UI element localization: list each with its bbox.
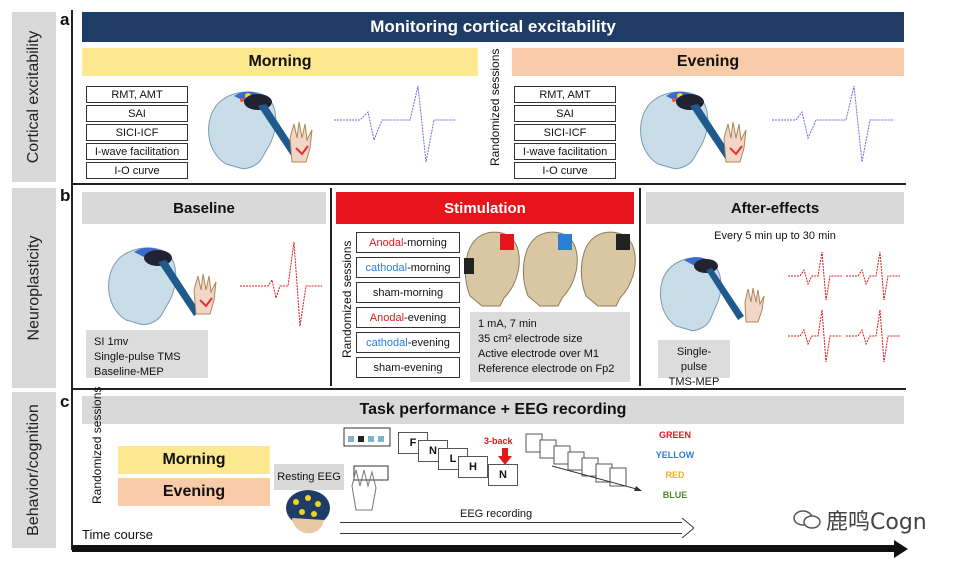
mep-waveforms-after	[788, 251, 900, 363]
measure-box: SICI-ICF	[86, 124, 188, 141]
side-label-neuroplasticity: Neuroplasticity	[12, 188, 56, 388]
head-coil-icon-after	[659, 257, 744, 331]
aftereffects-banner: After-effects	[646, 192, 904, 224]
measure-box: I-wave facilitation	[514, 143, 616, 160]
eeg-recording-arrow	[340, 522, 687, 534]
measure-box: RMT, AMT	[514, 86, 616, 103]
stroop-word: BLUE	[662, 490, 688, 500]
measure-box: SAI	[514, 105, 616, 122]
session-time: -morning	[403, 236, 447, 249]
three-back-label: 3-back	[484, 436, 513, 446]
measure-box: I-wave facilitation	[86, 143, 188, 160]
session-time: -morning	[407, 261, 451, 274]
measure-box: RMT, AMT	[86, 86, 188, 103]
wechat-logo-icon	[793, 510, 821, 529]
stroop-word: GREEN	[658, 430, 691, 440]
after-info-box: Single-pulse TMS-MEP	[658, 340, 730, 388]
evening-banner: Evening	[512, 48, 904, 76]
divider-stim-after	[639, 188, 641, 386]
morning-session-c: Morning	[118, 446, 270, 474]
panel-c-title: Task performance + EEG recording	[82, 396, 904, 424]
hand-icon-evening	[723, 121, 747, 163]
left-frame-line	[71, 10, 73, 550]
time-arrow-head-icon	[894, 540, 908, 558]
evening-session-c: Evening	[118, 478, 270, 506]
divider-ab	[72, 183, 906, 185]
measure-box: I-O curve	[86, 162, 188, 179]
eeg-cap-icon	[286, 490, 330, 534]
randomized-sessions-c: Randomized sessions	[90, 386, 104, 504]
head-coil-icon-baseline	[108, 247, 200, 325]
keyboard-hand-icon	[343, 427, 391, 511]
session-type: Anodal	[369, 236, 404, 249]
session-time: -evening	[404, 311, 447, 324]
session-time: sham-morning	[372, 286, 444, 299]
divider-baseline-stim	[330, 188, 332, 386]
session-box: cathodal-evening	[356, 332, 460, 353]
session-type: cathodal	[366, 336, 408, 349]
head-coil-icon	[208, 91, 300, 169]
nback-letter: N	[488, 464, 518, 486]
hand-icon	[289, 121, 313, 163]
watermark: 鹿鸣Cogn	[826, 510, 927, 535]
resting-eeg-label: Resting EEG	[274, 464, 344, 490]
baseline-info-box: SI 1mv Single-pulse TMS Baseline-MEP	[86, 330, 208, 378]
eeg-arrow-head-icon	[682, 518, 694, 538]
morning-banner: Morning	[82, 48, 478, 76]
randomized-sessions-a: Randomized sessions	[488, 48, 502, 166]
panel-letter-a: a	[60, 10, 70, 29]
mep-waveform-evening	[772, 85, 894, 163]
every-5-min-label: Every 5 min up to 30 min	[714, 230, 836, 242]
measure-box: I-O curve	[514, 162, 616, 179]
mep-waveform-morning	[334, 85, 456, 163]
panel-letter-c: c	[60, 392, 70, 411]
randomized-sessions-b: Randomized sessions	[340, 240, 354, 358]
session-type: Anodal	[369, 311, 405, 324]
panel-a-title: Monitoring cortical excitability	[82, 12, 904, 42]
measure-box: SICI-ICF	[514, 124, 616, 141]
session-time: sham-evening	[373, 361, 443, 374]
stroop-word: YELLOW	[655, 450, 695, 460]
stimulation-banner: Stimulation	[336, 192, 634, 224]
time-course-label: Time course	[82, 527, 154, 542]
mep-waveform-baseline	[240, 241, 322, 327]
side-label-behavior: Behavior/cognition	[12, 392, 56, 548]
session-box: sham-morning	[356, 282, 460, 303]
hand-icon-baseline	[193, 273, 217, 315]
nback-letter: H	[458, 456, 488, 478]
session-box: cathodal-morning	[356, 257, 460, 278]
hand-icon-after	[744, 287, 765, 323]
session-type: cathodal	[365, 261, 408, 274]
letter-sequence-icon	[525, 433, 642, 491]
tdcs-heads-icon	[464, 231, 636, 307]
baseline-banner: Baseline	[82, 192, 326, 224]
panel-letter-b: b	[60, 186, 71, 205]
stroop-word: RED	[665, 470, 685, 480]
session-box: Anodal-morning	[356, 232, 460, 253]
head-coil-icon-evening	[640, 91, 732, 169]
side-label-cortical: Cortical excitability	[12, 12, 56, 182]
eeg-recording-label: EEG recording	[460, 508, 533, 520]
stim-info-box: 1 mA, 7 min 35 cm² electrode size Active…	[470, 312, 630, 382]
session-time: -evening	[407, 336, 450, 349]
measure-box: SAI	[86, 105, 188, 122]
divider-bc	[72, 388, 906, 390]
session-box: Anodal-evening	[356, 307, 460, 328]
down-arrow-icon	[498, 448, 512, 465]
time-course-arrow	[72, 545, 898, 552]
session-box: sham-evening	[356, 357, 460, 378]
